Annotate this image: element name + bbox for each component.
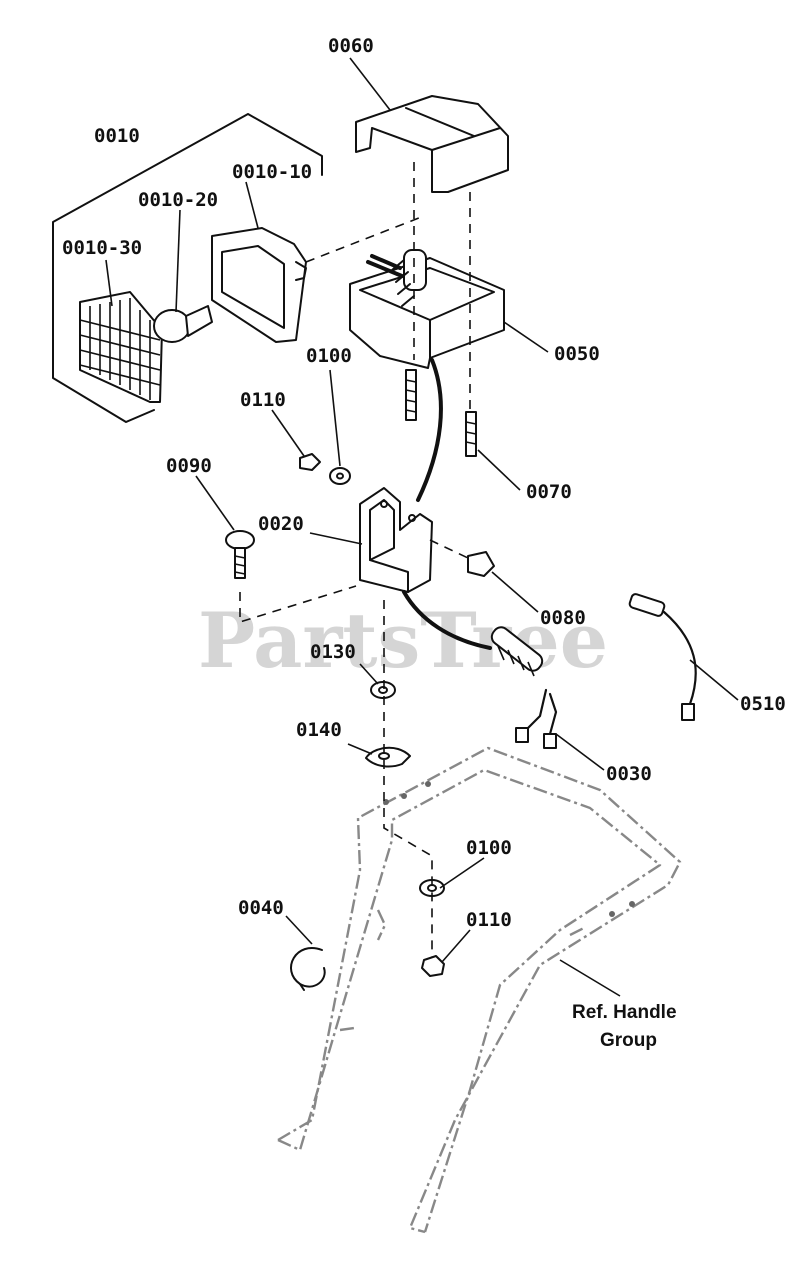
washer-0130	[370, 681, 396, 699]
label-0080: 0080	[540, 607, 586, 629]
clip-0040	[290, 947, 326, 991]
cover	[355, 95, 509, 193]
carriage-bolt-0090	[225, 530, 255, 579]
bolt-0080	[467, 551, 495, 577]
label-0510: 0510	[740, 693, 786, 715]
label-0070: 0070	[526, 481, 572, 503]
label-0030: 0030	[606, 763, 652, 785]
label-0050: 0050	[554, 343, 600, 365]
lens-grid	[79, 291, 163, 403]
assembly-lines	[239, 162, 471, 958]
housing	[349, 249, 505, 369]
part-labels: 0060 0010 0010-10 0010-20 0010-30 0050 0…	[62, 35, 786, 1051]
wire-0510	[628, 593, 697, 721]
label-0110-bottom: 0110	[466, 909, 512, 931]
label-0010-20: 0010-20	[138, 189, 218, 211]
light-assembly-outline	[52, 113, 323, 423]
nut-0110-top	[299, 453, 321, 471]
reflector	[211, 227, 307, 343]
label-0100-top: 0100	[306, 345, 352, 367]
label-0110-top: 0110	[240, 389, 286, 411]
spacer-0140	[365, 746, 411, 768]
label-0010-10: 0010-10	[232, 161, 312, 183]
wire-harness	[402, 358, 558, 749]
handle-frame	[277, 746, 682, 1234]
leader-lines	[105, 57, 739, 997]
label-0130: 0130	[310, 641, 356, 663]
bracket-0020	[359, 487, 433, 593]
label-0100-bottom: 0100	[466, 837, 512, 859]
label-0040: 0040	[238, 897, 284, 919]
screw-0070-pair	[405, 369, 477, 457]
label-0010: 0010	[94, 125, 140, 147]
label-0140: 0140	[296, 719, 342, 741]
washer-0100-top	[329, 467, 351, 485]
nut-0110-bottom	[421, 955, 445, 977]
label-ref-group: Group	[600, 1030, 657, 1051]
label-0020: 0020	[258, 513, 304, 535]
label-0060: 0060	[328, 35, 374, 57]
watermark: PartsTree	[198, 596, 608, 685]
label-0090: 0090	[166, 455, 212, 477]
label-ref-handle: Ref. Handle	[572, 1002, 677, 1023]
label-0010-30: 0010-30	[62, 237, 142, 259]
bulb	[153, 305, 213, 343]
